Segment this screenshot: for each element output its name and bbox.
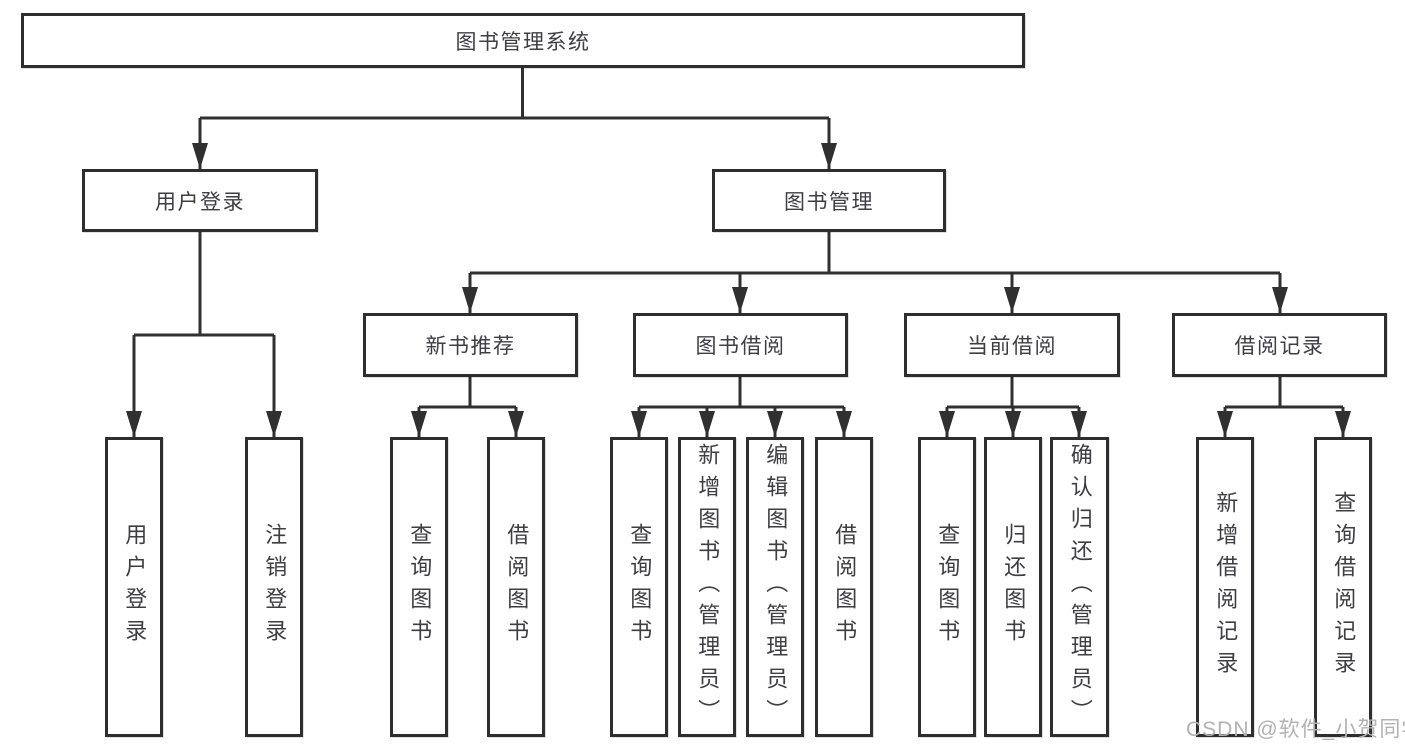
leaf-borrow-books-borrow: 借阅图书 bbox=[815, 437, 873, 737]
node-borrowing-records: 借阅记录 bbox=[1172, 313, 1387, 377]
watermark: CSDN @软件_小贺同学 bbox=[1186, 718, 1405, 741]
leaf-confirm-return-admin: 确认归还（管理员） bbox=[1050, 437, 1109, 737]
leaf-logout: 注销登录 bbox=[245, 437, 303, 737]
leaf-query-books-borrow: 查询图书 bbox=[610, 437, 668, 737]
node-system-root: 图书管理系统 bbox=[21, 13, 1025, 68]
leaf-edit-book-admin: 编辑图书（管理员） bbox=[746, 437, 804, 737]
node-label: 查询图书 bbox=[407, 523, 433, 651]
node-label: 新书推荐 bbox=[425, 335, 516, 358]
node-label: 图书管理系统 bbox=[455, 30, 591, 54]
leaf-query-books-current: 查询图书 bbox=[918, 437, 976, 737]
leaf-borrow-books-recommend: 借阅图书 bbox=[487, 437, 545, 737]
node-label: 查询图书 bbox=[935, 523, 961, 651]
node-label: 查询借阅记录 bbox=[1331, 491, 1357, 683]
leaf-query-books-recommend: 查询图书 bbox=[390, 437, 448, 737]
node-book-management: 图书管理 bbox=[712, 169, 946, 232]
node-label: 确认归还（管理员） bbox=[1067, 443, 1093, 731]
node-label: 图书管理 bbox=[784, 190, 874, 214]
node-book-borrowing: 图书借阅 bbox=[633, 313, 848, 377]
node-label: 借阅图书 bbox=[832, 523, 858, 651]
node-label: 图书借阅 bbox=[695, 335, 786, 358]
node-label: 新增图书（管理员） bbox=[695, 443, 721, 731]
tree-branch-lines bbox=[134, 68, 1343, 409]
node-label: 注销登录 bbox=[262, 523, 288, 651]
node-label: 借阅图书 bbox=[504, 523, 530, 651]
leaf-add-borrow-record: 新增借阅记录 bbox=[1196, 437, 1254, 737]
leaf-add-book-admin: 新增图书（管理员） bbox=[678, 437, 736, 737]
arrow-stems bbox=[126, 118, 1351, 437]
leaf-return-book: 归还图书 bbox=[984, 437, 1042, 737]
node-label: 用户登录 bbox=[155, 190, 245, 214]
node-label: 编辑图书（管理员） bbox=[763, 443, 789, 731]
leaf-query-borrow-record: 查询借阅记录 bbox=[1314, 437, 1372, 737]
node-current-borrowing: 当前借阅 bbox=[904, 313, 1120, 377]
node-user-login: 用户登录 bbox=[82, 169, 318, 232]
leaf-user-login: 用户登录 bbox=[105, 437, 163, 737]
node-label: 新增借阅记录 bbox=[1213, 491, 1239, 683]
node-label: 查询图书 bbox=[627, 523, 653, 651]
node-label: 归还图书 bbox=[1001, 523, 1027, 651]
node-new-book-recommend: 新书推荐 bbox=[363, 313, 578, 377]
node-label: 当前借阅 bbox=[967, 335, 1057, 358]
node-label: 用户登录 bbox=[122, 523, 148, 651]
node-label: 借阅记录 bbox=[1234, 335, 1325, 358]
